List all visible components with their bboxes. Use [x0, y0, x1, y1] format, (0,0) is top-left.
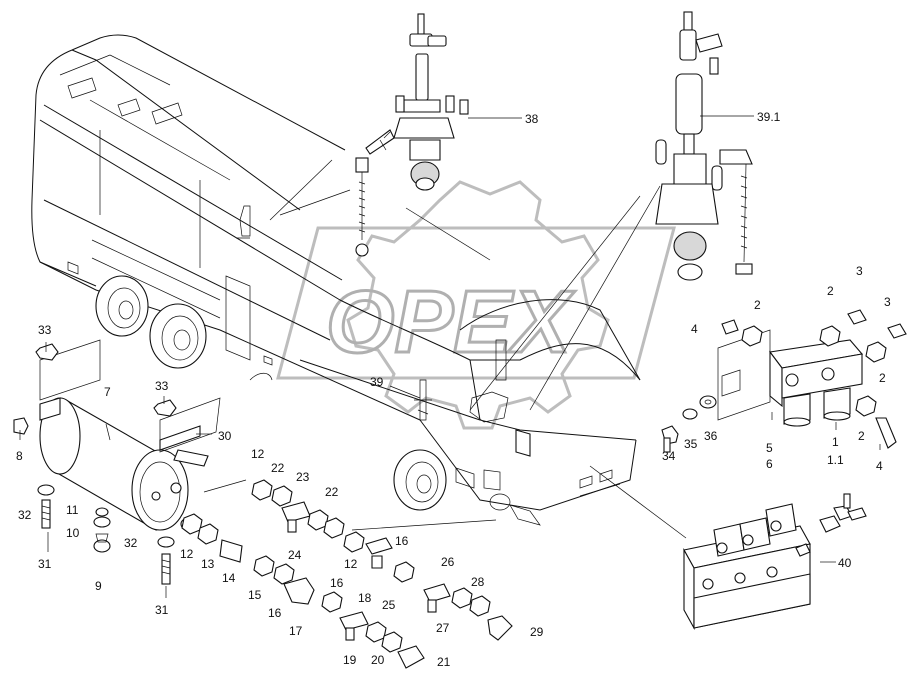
callout-34: 34	[662, 449, 676, 463]
leader-lines	[19, 115, 881, 598]
callout-23: 23	[296, 470, 310, 484]
callout-2c: 2	[879, 371, 886, 385]
callout-5: 5	[766, 441, 773, 455]
callout-16b: 16	[330, 576, 344, 590]
watermark-logo: OPEX	[276, 180, 676, 430]
callout-30: 30	[218, 429, 232, 443]
valve-block-1	[661, 309, 907, 453]
callout-labels: 38 39.1 39 40 33 33 7 30 8 32 32 31 31 1…	[16, 110, 891, 669]
callout-7: 7	[104, 385, 111, 399]
callout-22a: 22	[271, 461, 285, 475]
callout-14: 14	[222, 571, 236, 585]
callout-27: 27	[436, 621, 450, 635]
callout-8: 8	[16, 449, 23, 463]
callout-16c: 16	[395, 534, 409, 548]
callout-31a: 31	[38, 557, 52, 571]
callout-22b: 22	[325, 485, 339, 499]
callout-28: 28	[471, 575, 485, 589]
callout-17: 17	[289, 624, 303, 638]
callout-29: 29	[530, 625, 544, 639]
tank-fittings	[13, 343, 177, 585]
callout-36: 36	[704, 429, 718, 443]
callout-35: 35	[684, 437, 698, 451]
callout-2b: 2	[827, 284, 834, 298]
callout-19: 19	[343, 653, 357, 667]
callout-4a: 4	[691, 322, 698, 336]
callout-39-1: 39.1	[757, 110, 781, 124]
callout-32a: 32	[18, 508, 32, 522]
callout-6: 6	[766, 457, 773, 471]
bus-illustration	[31, 34, 641, 526]
callout-4b: 4	[876, 459, 883, 473]
callout-38: 38	[525, 112, 539, 126]
valve-assembly-39-1	[655, 11, 753, 281]
callout-2d: 2	[858, 429, 865, 443]
callout-20: 20	[371, 653, 385, 667]
callout-24: 24	[288, 548, 302, 562]
callout-1: 1	[832, 435, 839, 449]
watermark-text: OPEX	[326, 272, 576, 371]
callout-12a: 12	[251, 447, 265, 461]
callout-25: 25	[382, 598, 396, 612]
callout-3a: 3	[856, 264, 863, 278]
callout-21: 21	[437, 655, 451, 669]
callout-12b: 12	[180, 547, 194, 561]
callout-16a: 16	[268, 606, 282, 620]
solenoid-block-40	[683, 493, 867, 631]
callout-2a: 2	[754, 298, 761, 312]
callout-1-1: 1.1	[827, 453, 844, 467]
callout-9: 9	[95, 579, 102, 593]
callout-39: 39	[370, 375, 384, 389]
callout-10: 10	[66, 526, 80, 540]
callout-11: 11	[66, 503, 79, 517]
callout-33b: 33	[155, 379, 169, 393]
valve-assembly-38	[355, 13, 469, 257]
fitting-chain	[181, 479, 513, 669]
callout-33a: 33	[38, 323, 52, 337]
callout-12c: 12	[344, 557, 358, 571]
callout-15: 15	[248, 588, 262, 602]
air-tank-7	[39, 339, 221, 531]
callout-26: 26	[441, 555, 455, 569]
callout-13: 13	[201, 557, 215, 571]
callout-31b: 31	[155, 603, 169, 617]
callout-3b: 3	[884, 295, 891, 309]
callout-18: 18	[358, 591, 372, 605]
callout-32b: 32	[124, 536, 138, 550]
callout-40: 40	[838, 556, 852, 570]
